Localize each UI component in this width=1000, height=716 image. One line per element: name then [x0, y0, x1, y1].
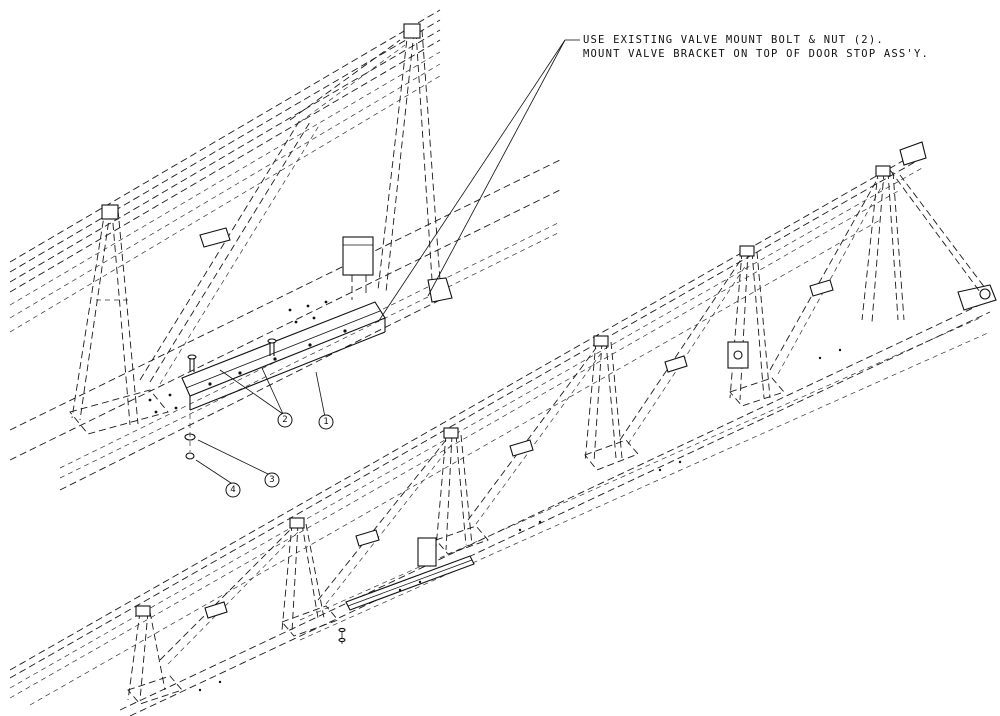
- deck-holes: [148, 300, 328, 414]
- balloon-4: 4: [225, 482, 241, 498]
- balloon-3: 3: [264, 472, 280, 488]
- balloon-1: 1: [318, 414, 334, 430]
- svg-text:4: 4: [230, 485, 235, 495]
- lower-boom-truss: [9, 141, 997, 716]
- assembly-note: USE EXISTING VALVE MOUNT BOLT & NUT (2).…: [583, 34, 929, 60]
- svg-text:2: 2: [282, 415, 287, 425]
- leader-lines: [195, 39, 580, 486]
- note-line-1: USE EXISTING VALVE MOUNT BOLT & NUT (2).: [583, 34, 884, 46]
- svg-text:3: 3: [269, 475, 274, 485]
- washer-and-nut: [184, 414, 196, 460]
- valve-mount-bolts: [187, 338, 277, 372]
- balloon-2: 2: [277, 412, 293, 428]
- svg-text:1: 1: [323, 417, 328, 427]
- door-stop-assembly: [181, 301, 386, 411]
- note-line-2: MOUNT VALVE BRACKET ON TOP OF DOOR STOP …: [583, 48, 929, 60]
